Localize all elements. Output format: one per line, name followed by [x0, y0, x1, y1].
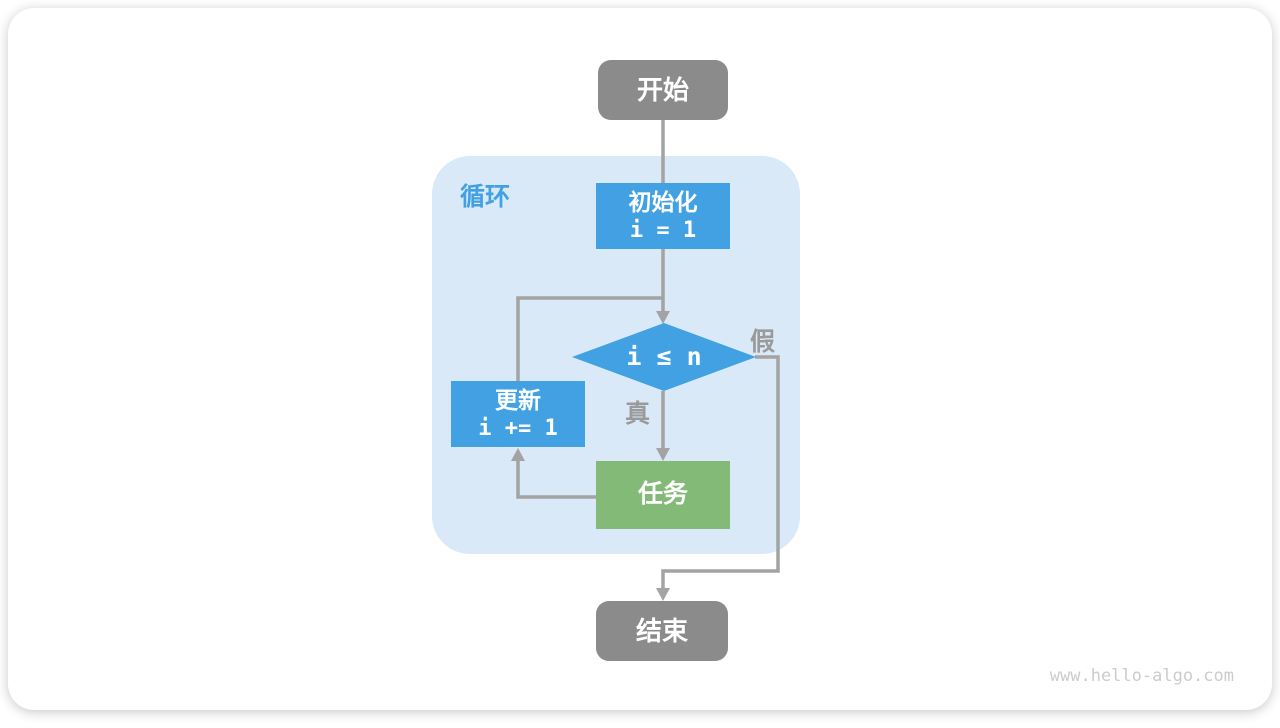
start-node: 开始	[598, 60, 728, 120]
init-node: 初始化 i = 1	[596, 183, 730, 249]
arrowhead-into-end-icon	[656, 588, 670, 601]
arrowhead-into-update-icon	[511, 448, 525, 461]
branch-label-true: 真	[625, 400, 651, 428]
init-node-code: i = 1	[629, 217, 697, 243]
connector-task-to-update	[516, 461, 598, 499]
arrowhead-into-condition-icon	[656, 311, 670, 324]
flowchart-connectors	[511, 120, 780, 601]
flowchart-canvas: 循环 开始 初始化 i = 1 i ≤ n 真 假 更新	[8, 8, 1272, 710]
task-node-label: 任务	[637, 480, 688, 509]
page-card: 循环 开始 初始化 i = 1 i ≤ n 真 假 更新	[8, 8, 1272, 710]
connector-update-to-condition	[516, 296, 663, 382]
site-watermark: www.hello-algo.com	[1049, 666, 1234, 686]
task-node: 任务	[596, 461, 730, 529]
connector-condition-false-to-end	[661, 355, 780, 588]
init-node-title: 初始化	[628, 188, 698, 215]
update-node-title: 更新	[495, 386, 541, 413]
branch-label-false: 假	[750, 328, 776, 356]
update-node: 更新 i += 1	[451, 381, 585, 447]
end-node: 结束	[596, 601, 728, 661]
loop-container-label: 循环	[460, 183, 511, 211]
update-node-code: i += 1	[478, 415, 558, 441]
arrowhead-into-task-icon	[656, 448, 670, 461]
start-node-label: 开始	[636, 74, 689, 105]
condition-node-code: i ≤ n	[626, 342, 702, 372]
end-node-label: 结束	[635, 615, 688, 646]
